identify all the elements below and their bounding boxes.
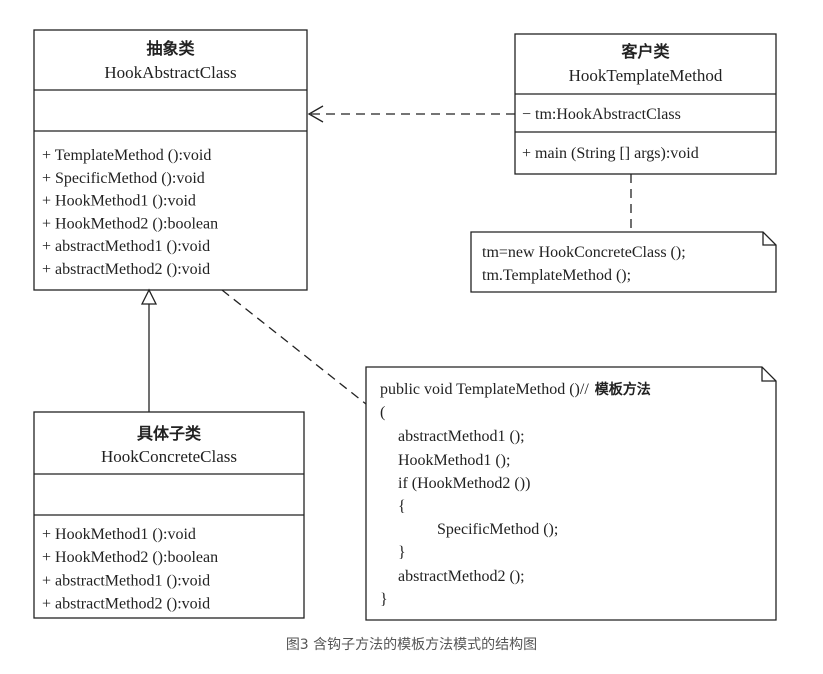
client-class-method: + main (String [] args):void (522, 145, 699, 162)
abstract-class-method: + TemplateMethod ():void (42, 147, 211, 164)
abstract-class-box (33, 29, 308, 291)
template-note-header-code: public void TemplateMethod ()// (380, 381, 589, 398)
dependency-arrowhead (307, 105, 324, 123)
template-note-line: } (398, 544, 406, 561)
abstract-class-method: + HookMethod2 ():boolean (42, 215, 218, 232)
client-note-line: tm.TemplateMethod (); (482, 267, 631, 284)
template-note-header-comment: 模板方法 (595, 381, 651, 398)
concrete-class-method: + abstractMethod2 ():void (42, 596, 210, 613)
client-class-title-en: HookTemplateMethod (569, 66, 723, 85)
concrete-class-methods: + HookMethod1 ():void + HookMethod2 ():bo… (42, 526, 218, 613)
concrete-class-title-zh: 具体子类 (137, 424, 202, 443)
abstract-class-title-zh: 抽象类 (146, 39, 195, 58)
concrete-class-method: + HookMethod1 ():void (42, 526, 196, 543)
abstract-class-method: + abstractMethod2 ():void (42, 261, 210, 278)
template-note-line: abstractMethod1 (); (398, 428, 525, 445)
generalization-arrowhead (140, 288, 158, 305)
client-note-line: tm=new HookConcreteClass (); (482, 244, 686, 261)
concrete-class-title-en: HookConcreteClass (101, 447, 237, 466)
abstract-class-title-en: HookAbstractClass (104, 63, 236, 82)
abstract-class-methods: + TemplateMethod ():void + SpecificMethod… (42, 147, 218, 278)
template-note-line: HookMethod1 (); (398, 452, 510, 469)
template-note-line: ( (380, 404, 385, 421)
template-note-line: SpecificMethod (); (437, 521, 558, 538)
client-class-box (514, 33, 777, 175)
uml-class-diagram: 抽象类 HookAbstractClass + TemplateMethod (… (33, 29, 777, 621)
template-note-line: { (398, 498, 406, 515)
template-note-fold (761, 367, 776, 382)
client-class-attribute: − tm:HookAbstractClass (522, 106, 681, 123)
template-note-header: public void TemplateMethod ()// 模板方法 (380, 381, 651, 398)
abstract-class-method: + HookMethod1 ():void (42, 193, 196, 210)
concrete-class-method: + HookMethod2 ():boolean (42, 549, 218, 566)
abstract-class-method: + SpecificMethod ():void (42, 170, 205, 187)
client-note-box (470, 231, 777, 293)
figure-caption: 图3 含钩子方法的模板方法模式的结构图 (285, 637, 538, 653)
template-note-line: abstractMethod2 (); (398, 568, 525, 585)
abstract-class-method: + abstractMethod1 ():void (42, 238, 210, 255)
template-note-box (365, 366, 777, 621)
template-note-line: } (380, 591, 388, 608)
client-class-title-zh: 客户类 (621, 42, 670, 61)
client-note-fold (762, 232, 776, 246)
template-note-line: if (HookMethod2 ()) (398, 475, 530, 492)
concrete-class-method: + abstractMethod1 ():void (42, 572, 210, 589)
template-note-anchor (221, 289, 367, 405)
